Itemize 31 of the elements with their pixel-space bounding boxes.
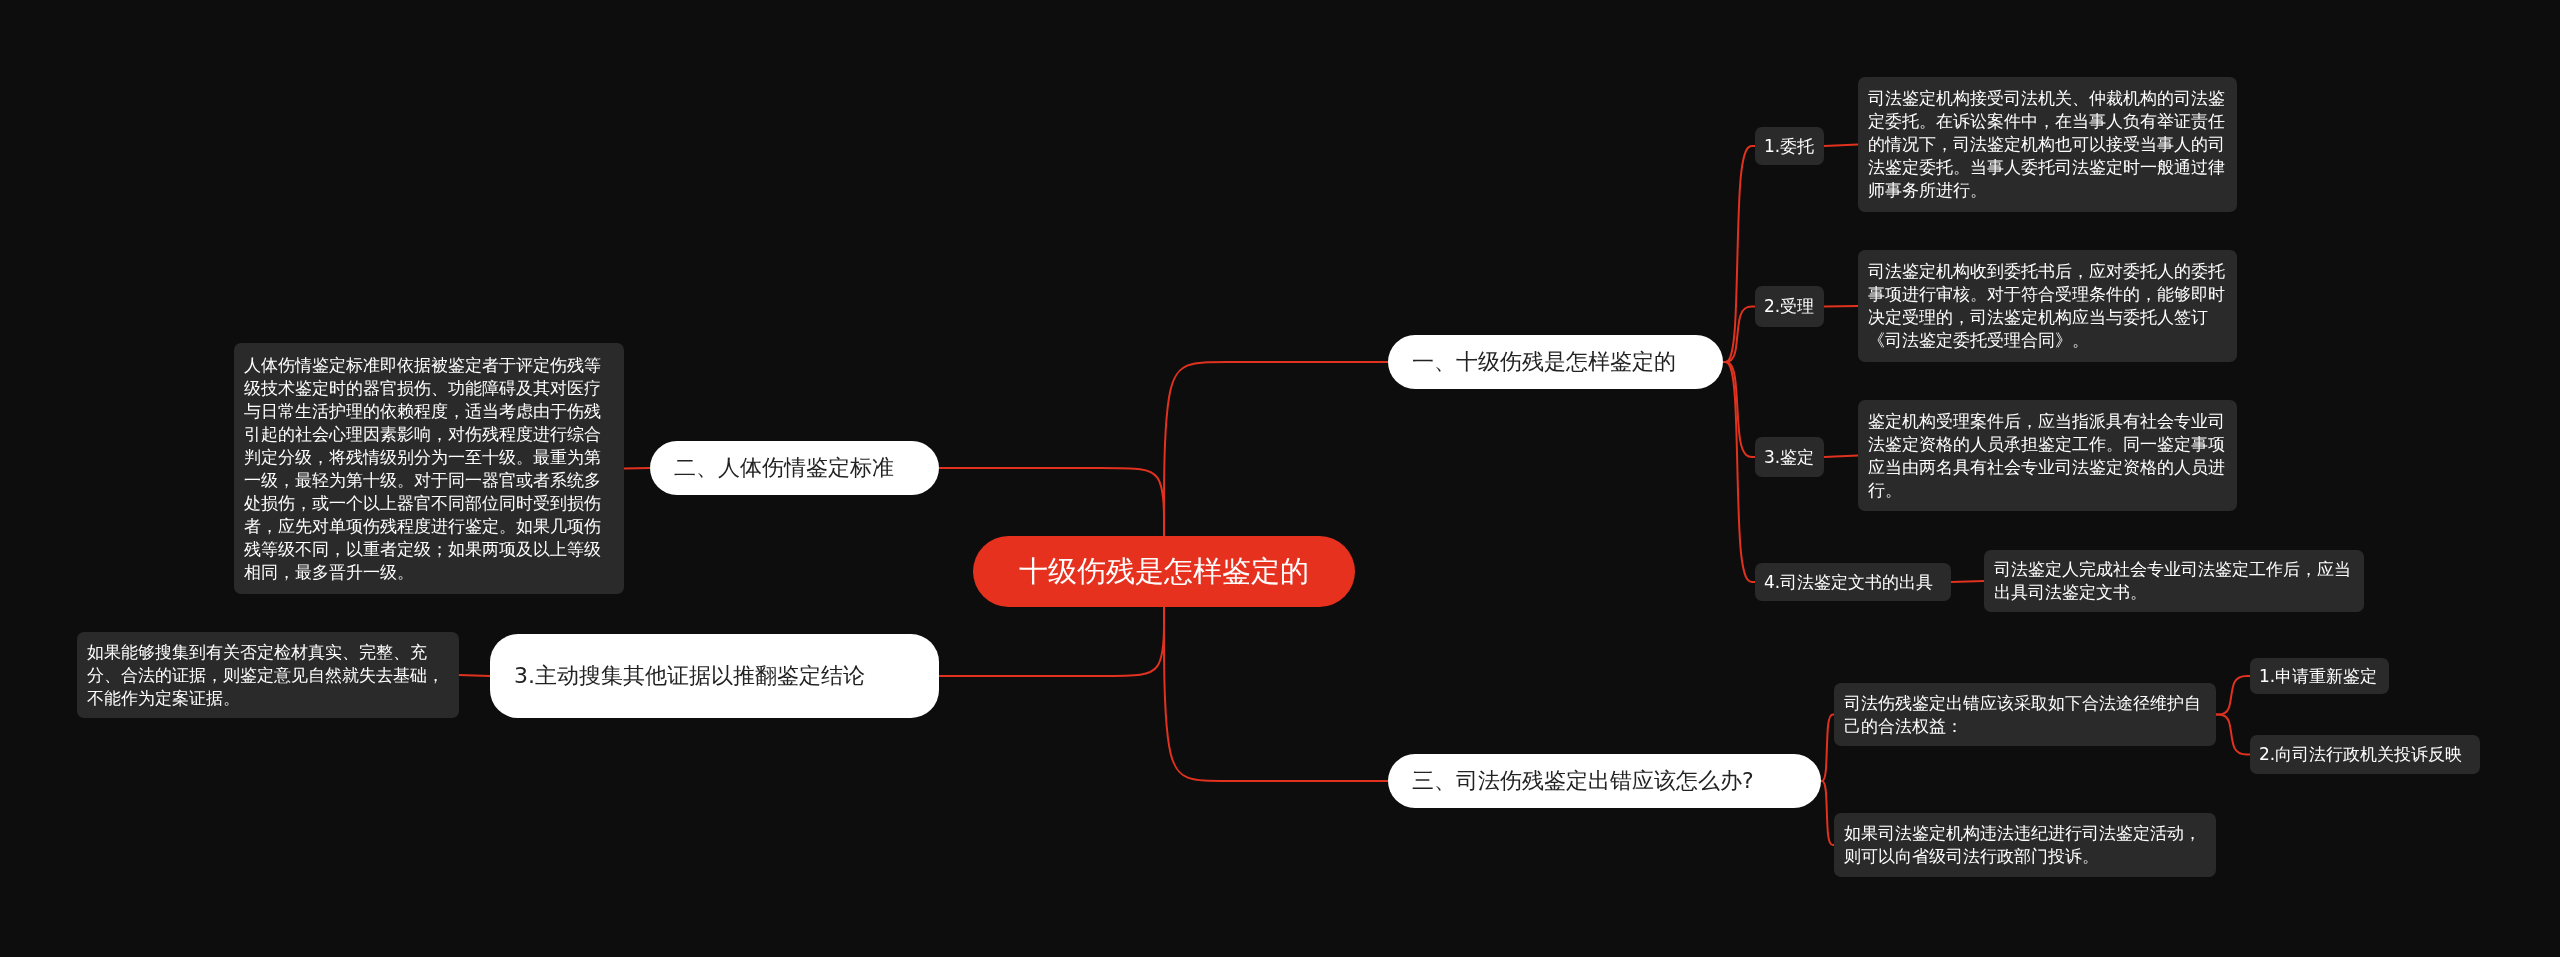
topic-pill: 三、司法伤残鉴定出错应该怎么办? <box>1388 754 1821 808</box>
subtopic-box: 3.鉴定 <box>1755 437 1824 477</box>
central-topic-pill: 十级伤残是怎样鉴定的 <box>973 536 1355 607</box>
note-box: 人体伤情鉴定标准即依据被鉴定者于评定伤残等级技术鉴定时的器官损伤、功能障碍及其对医疗与日常生活护理的依赖程度，适当考虑由于伤残引起的社会心理因素影响，对伤残程度进行综合判定分级，将残情级别分为一至十级。最重为第一级，最轻为第十级。对于同一器官或者系统多处损伤，或一个以上器官不同部位同时受到损伤者，应先对单项伤残程度进行鉴定。如果几项伤残等级不同，以重者定级；如果两项及以上等级相同，最多晋升一级。 <box>234 343 624 594</box>
subtopic-box: 4.司法鉴定文书的出具 <box>1755 563 1951 601</box>
note-box: 司法鉴定机构接受司法机关、仲裁机构的司法鉴定委托。在诉讼案件中，在当事人负有举证责任的情况下，司法鉴定机构也可以接受当事人的司法鉴定委托。当事人委托司法鉴定时一般通过律师事务所进行。 <box>1858 77 2237 212</box>
topic-pill: 3.主动搜集其他证据以推翻鉴定结论 <box>490 634 939 718</box>
subtopic-box: 1.委托 <box>1755 127 1824 165</box>
connector-line <box>1820 780 1835 846</box>
connector-line <box>1950 580 1985 583</box>
note-box: 如果司法鉴定机构违法违纪进行司法鉴定活动，则可以向省级司法行政部门投诉。 <box>1834 813 2216 877</box>
note-box: 司法鉴定人完成社会专业司法鉴定工作后，应当出具司法鉴定文书。 <box>1984 550 2364 612</box>
subtopic-box: 1.申请重新鉴定 <box>2250 658 2389 694</box>
connector-line <box>1163 606 1389 782</box>
subtopic-box: 2.受理 <box>1755 286 1824 327</box>
connector-line <box>2215 713 2251 756</box>
topic-pill: 一、十级伤残是怎样鉴定的 <box>1388 335 1723 389</box>
subtopic-box: 2.向司法行政机关投诉反映 <box>2250 735 2480 774</box>
connector-line <box>1722 361 1756 583</box>
connector-line <box>1823 143 1859 147</box>
connector-line <box>1823 454 1859 458</box>
topic-pill: 二、人体伤情鉴定标准 <box>650 441 939 495</box>
connector-line <box>623 467 651 470</box>
connector-line <box>1820 713 1835 782</box>
connector-line <box>458 674 491 677</box>
connector-line <box>1823 305 1859 308</box>
connector-line <box>938 467 1165 537</box>
note-box: 鉴定机构受理案件后，应当指派具有社会专业司法鉴定资格的人员承担鉴定工作。同一鉴定事项应当由两名具有社会专业司法鉴定资格的人员进行。 <box>1858 400 2237 511</box>
note-box: 司法伤残鉴定出错应该采取如下合法途径维护自己的合法权益： <box>1834 683 2216 746</box>
note-box: 如果能够搜集到有关否定检材真实、完整、充分、合法的证据，则鉴定意见自然就失去基础，不能作为定案证据。 <box>77 632 459 718</box>
note-box: 司法鉴定机构收到委托书后，应对委托人的委托事项进行审核。对于符合受理条件的，能够即时决定受理的，司法鉴定机构应当与委托人签订《司法鉴定委托受理合同》。 <box>1858 250 2237 362</box>
